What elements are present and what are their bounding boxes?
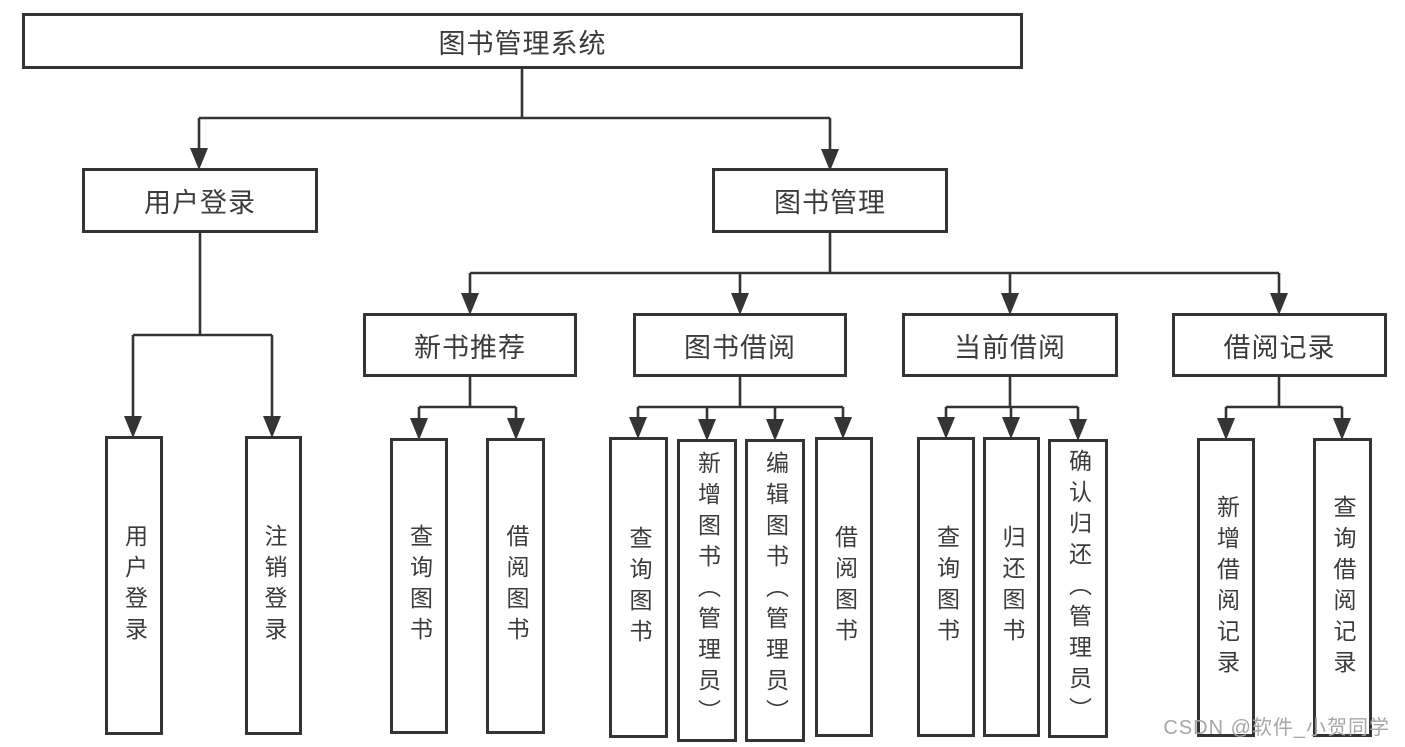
leaf-label: 确认归还（管理员） — [1065, 449, 1092, 728]
leaf-label: 查询借阅记录 — [1330, 494, 1356, 681]
node-label: 图书管理系统 — [438, 28, 607, 59]
node-label: 新书推荐 — [414, 332, 526, 363]
leaf-borrowing-add-books-admin: 新增图书（管理员） — [677, 439, 737, 742]
leaf-label: 归还图书 — [999, 525, 1025, 649]
leaf-label: 注销登录 — [261, 523, 287, 648]
leaf-records-add-record: 新增借阅记录 — [1197, 438, 1255, 737]
csdn-watermark: CSDN @软件_小贺同学 — [1163, 717, 1390, 739]
leaf-records-query-record: 查询借阅记录 — [1313, 438, 1372, 737]
node-label: 图书借阅 — [684, 332, 796, 363]
leaf-user-login: 用户登录 — [105, 436, 163, 735]
leaf-label: 借阅图书 — [503, 524, 529, 648]
node-user-login: 用户登录 — [82, 168, 318, 233]
node-library-management-system: 图书管理系统 — [22, 13, 1023, 69]
node-book-management: 图书管理 — [712, 168, 948, 233]
leaf-label: 新增借阅记录 — [1213, 494, 1240, 681]
leaf-logout: 注销登录 — [245, 436, 302, 735]
leaf-label: 查询图书 — [406, 524, 433, 648]
node-book-borrowing: 图书借阅 — [633, 313, 847, 377]
leaf-current-return-books: 归还图书 — [983, 437, 1040, 737]
leaf-borrowing-borrow-books: 借阅图书 — [815, 437, 873, 737]
leaf-newbook-borrow-books: 借阅图书 — [486, 438, 545, 734]
node-label: 当前借阅 — [954, 332, 1066, 363]
leaf-label: 新增图书（管理员） — [694, 451, 721, 730]
node-label: 用户登录 — [144, 188, 256, 218]
leaf-borrowing-query-books: 查询图书 — [609, 437, 668, 738]
leaf-label: 查询图书 — [933, 525, 960, 649]
leaf-borrowing-edit-books-admin: 编辑图书（管理员） — [745, 439, 805, 742]
leaf-label: 用户登录 — [121, 523, 148, 648]
node-borrowing-records: 借阅记录 — [1172, 313, 1387, 377]
node-new-book-recommend: 新书推荐 — [363, 313, 577, 377]
node-label: 借阅记录 — [1223, 332, 1336, 363]
node-label: 图书管理 — [774, 188, 886, 218]
leaf-newbook-query-books: 查询图书 — [390, 438, 448, 734]
leaf-current-confirm-return-admin: 确认归还（管理员） — [1048, 439, 1108, 738]
leaf-label: 编辑图书（管理员） — [762, 451, 789, 730]
node-current-borrowing: 当前借阅 — [902, 313, 1118, 377]
leaf-label: 借阅图书 — [831, 525, 858, 649]
leaf-label: 查询图书 — [626, 525, 652, 650]
leaf-current-query-books: 查询图书 — [917, 437, 975, 737]
